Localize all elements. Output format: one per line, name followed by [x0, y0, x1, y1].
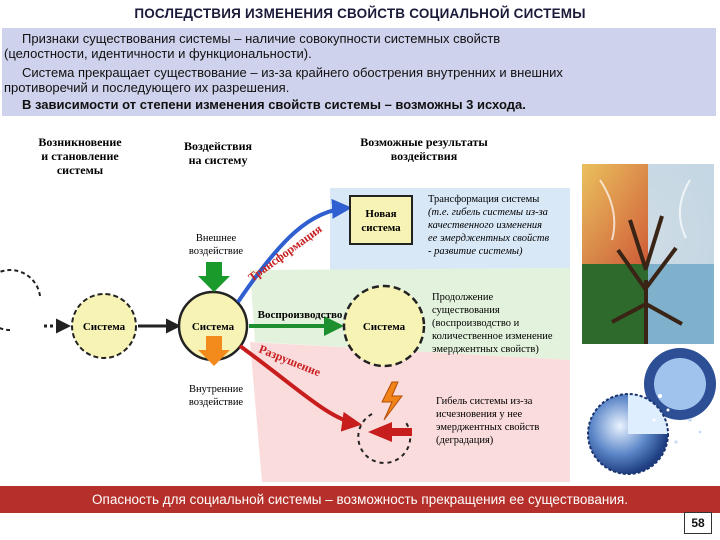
col1-header-line-2: и становление	[41, 149, 119, 163]
col2-header-line-1: Воздействия	[184, 139, 253, 153]
intro-line-2: (целостности, идентичности и функциональ…	[4, 46, 312, 61]
degradation-arrow-icon	[368, 422, 412, 442]
result-degradation-line-3: эмерджентных свойств	[436, 422, 539, 433]
intro-line-1: Признаки существования системы – наличие…	[22, 31, 501, 46]
result-reproduction-line-3: (воспроизводство и	[432, 318, 520, 329]
center-system-label: Система	[192, 321, 235, 333]
new-system-line-1: Новая	[365, 208, 396, 220]
internal-arrow-head	[198, 350, 230, 366]
emerging-system-arc	[0, 269, 41, 331]
right-system-label: Система	[363, 321, 406, 333]
result-transformation-line-3: качественного изменения	[428, 220, 542, 231]
result-reproduction-line-4: количественное изменение	[432, 331, 553, 342]
warning-banner: Опасность для социальной системы – возмо…	[0, 486, 720, 513]
destruction-arrow	[238, 344, 362, 432]
transformation-arrow	[236, 198, 352, 304]
reproduction-label: Воспроизводство	[258, 309, 343, 321]
left-system-circle	[71, 293, 137, 359]
diagram: Возникновение и становление системы Возд…	[0, 120, 720, 485]
result-transformation-line-1: Трансформация системы	[428, 194, 539, 205]
cut-away-sphere-image	[587, 348, 716, 475]
result-degradation-line-2: исчезновения у нее	[436, 409, 523, 420]
col1-header-line-3: системы	[57, 163, 104, 177]
result-transformation-line-4: ее эмерджентных свойств	[428, 233, 549, 244]
col2-header-line-2: на систему	[189, 153, 248, 167]
external-arrow-head	[198, 276, 230, 292]
col3-header-line-2: воздействия	[391, 149, 458, 163]
page-title: ПОСЛЕДСТВИЯ ИЗМЕНЕНИЯ СВОЙСТВ СОЦИАЛЬНОЙ…	[134, 6, 586, 21]
internal-influence-line-2: воздействие	[189, 397, 244, 408]
intro-line-3: Система прекращает существование – из-за…	[22, 65, 563, 80]
result-reproduction-line-1: Продолжение	[432, 292, 493, 303]
internal-influence-line-1: Внутренние	[189, 384, 243, 395]
page-number: 58	[684, 512, 712, 534]
result-reproduction-line-2: существования	[432, 305, 500, 316]
right-system-circle	[342, 284, 426, 368]
col1-header-line-1: Возникновение	[38, 135, 122, 149]
four-seasons-tree-image	[582, 164, 714, 344]
left-system-label: Система	[83, 321, 126, 333]
external-influence-line-1: Внешнее	[196, 233, 237, 244]
intro-line-4: противоречий и последующего их разрешени…	[4, 80, 290, 95]
new-system-line-2: система	[361, 222, 401, 234]
lightning-icon	[381, 381, 403, 421]
result-degradation-line-1: Гибель системы из-за	[436, 396, 533, 407]
new-system-box	[349, 195, 413, 245]
result-degradation-line-4: (деградация)	[436, 435, 494, 446]
broken-system-arc	[357, 413, 412, 464]
col3-header-line-1: Возможные результаты	[360, 135, 488, 149]
band-destruction	[250, 342, 570, 482]
intro-panel: Признаки существования системы – наличие…	[2, 28, 716, 116]
external-influence-line-2: воздействие	[189, 246, 244, 257]
result-transformation-line-2: (т.е. гибель системы из-за	[428, 207, 548, 218]
internal-arrow-shaft	[206, 336, 222, 350]
intro-line-5: В зависимости от степени изменения свойс…	[22, 97, 526, 112]
result-reproduction-line-5: эмерджентных свойств)	[432, 344, 539, 355]
result-transformation-line-5: - развитие системы)	[428, 246, 523, 257]
external-arrow-shaft	[206, 262, 222, 276]
